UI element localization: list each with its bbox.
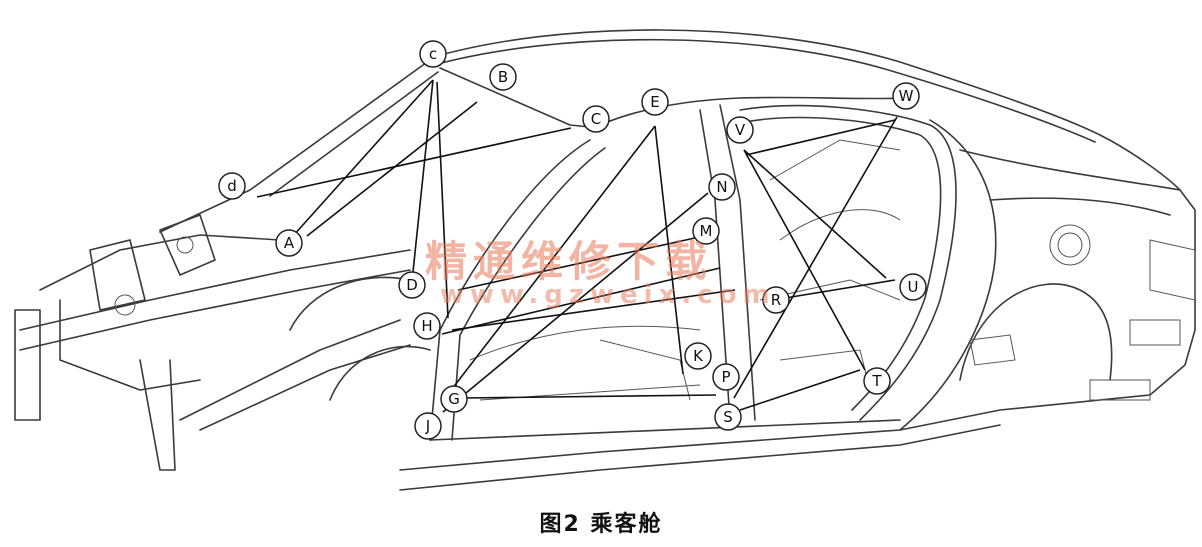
svg-text:P: P xyxy=(721,368,730,386)
svg-text:W: W xyxy=(899,87,914,105)
svg-text:S: S xyxy=(723,408,733,426)
label-H: H xyxy=(413,312,441,340)
svg-text:C: C xyxy=(591,110,601,128)
label-V: V xyxy=(726,116,754,144)
svg-text:U: U xyxy=(908,278,919,296)
label-d: d xyxy=(218,172,246,200)
svg-text:N: N xyxy=(716,178,727,196)
label-D: D xyxy=(398,271,426,299)
svg-text:T: T xyxy=(871,372,882,390)
label-S: S xyxy=(714,403,742,431)
svg-text:M: M xyxy=(700,222,713,240)
watermark-text: 精通维修下载 xyxy=(425,237,714,286)
svg-text:B: B xyxy=(498,68,508,86)
svg-text:c: c xyxy=(429,45,437,63)
label-C: C xyxy=(582,105,610,133)
svg-text:R: R xyxy=(771,291,781,309)
label-P: P xyxy=(712,363,740,391)
svg-text:K: K xyxy=(693,347,704,365)
svg-text:D: D xyxy=(406,276,418,294)
label-c-lower: c xyxy=(419,40,447,68)
label-T: T xyxy=(863,367,891,395)
label-W: W xyxy=(892,82,920,110)
figure-caption: 图2 乘客舱 xyxy=(539,512,663,537)
label-G: G xyxy=(440,385,468,413)
label-N: N xyxy=(708,173,736,201)
svg-text:E: E xyxy=(650,93,659,111)
watermark-url: www.gzweix.com xyxy=(440,280,776,310)
svg-text:G: G xyxy=(448,390,460,408)
svg-text:J: J xyxy=(425,417,430,435)
label-A: A xyxy=(275,229,303,257)
svg-text:H: H xyxy=(421,317,432,335)
label-R: R xyxy=(762,286,790,314)
label-E: E xyxy=(641,88,669,116)
label-M: M xyxy=(692,217,720,245)
label-B: B xyxy=(489,63,517,91)
measurement-lines xyxy=(256,79,898,413)
label-J: J xyxy=(414,412,442,440)
svg-text:d: d xyxy=(227,177,237,195)
svg-text:A: A xyxy=(284,234,295,252)
point-labels: c B C E d A D H G J N M K P S R V W U T xyxy=(218,40,927,440)
label-K: K xyxy=(684,342,712,370)
svg-text:V: V xyxy=(735,121,746,139)
label-U: U xyxy=(899,273,927,301)
